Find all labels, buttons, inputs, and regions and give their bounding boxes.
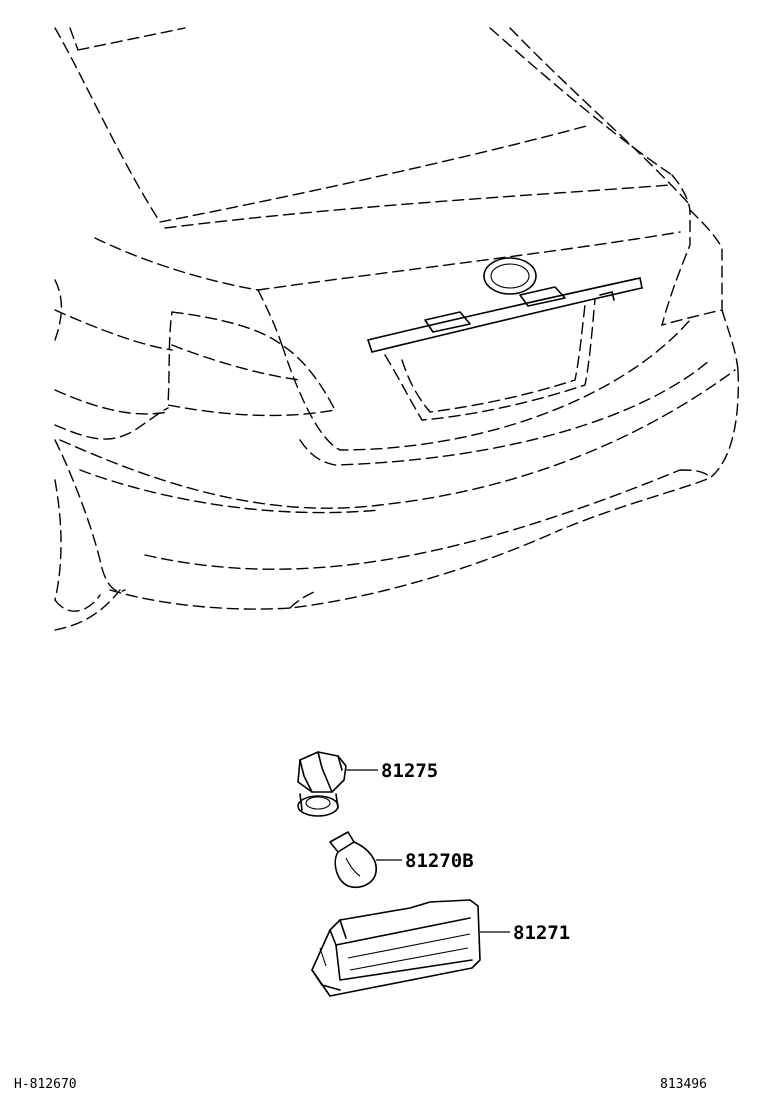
socket-part-81275 — [297, 751, 378, 817]
illustration-code-right: 813496 — [660, 1077, 707, 1092]
lamp-assembly-part-81271 — [311, 899, 510, 997]
part-number-81270B: 81270B — [405, 850, 474, 872]
illustration-code-left: H-812670 — [14, 1077, 77, 1092]
car-rear-outline — [54, 27, 739, 631]
part-number-81271: 81271 — [513, 922, 570, 944]
bulb-part-81270B — [329, 831, 402, 888]
part-number-81275: 81275 — [381, 760, 438, 782]
